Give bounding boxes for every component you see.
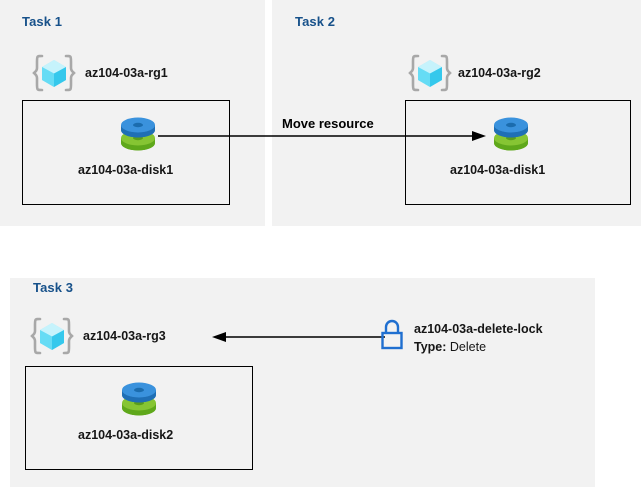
delete-lock-name: az104-03a-delete-lock <box>414 322 543 336</box>
task-2-resource-label: az104-03a-disk1 <box>450 163 546 177</box>
task-3-panel <box>10 278 595 487</box>
delete-lock-type-value: Delete <box>449 340 487 354</box>
resource-group-icon <box>30 315 74 357</box>
move-resource-arrow <box>158 126 488 146</box>
delete-lock-type-label: Type: <box>414 340 447 354</box>
task-1-resource-group-label: az104-03a-rg1 <box>85 66 168 80</box>
managed-disk-icon <box>117 378 161 420</box>
task-2-panel <box>272 0 641 226</box>
task-1-resource-box <box>22 100 230 205</box>
lock-icon <box>378 318 406 352</box>
move-resource-label: Move resource <box>282 116 374 131</box>
task-1-resource-label: az104-03a-disk1 <box>78 163 174 177</box>
resource-group-icon <box>32 52 76 94</box>
delete-lock-type: Type: Delete <box>414 340 486 354</box>
task-3-label: Task 3 <box>33 280 74 295</box>
task-1-label: Task 1 <box>22 14 63 29</box>
task-3-resource-label: az104-03a-disk2 <box>78 428 174 442</box>
task-2-resource-box <box>405 100 631 205</box>
delete-lock-arrow <box>210 327 385 347</box>
resource-group-icon <box>408 52 452 94</box>
task-3-resource-group-label: az104-03a-rg3 <box>83 329 166 343</box>
managed-disk-icon <box>489 113 533 155</box>
task-3-resource-box <box>25 366 253 470</box>
task-1-panel <box>0 0 265 226</box>
task-2-label: Task 2 <box>295 14 336 29</box>
managed-disk-icon <box>116 113 160 155</box>
task-2-resource-group-label: az104-03a-rg2 <box>458 66 541 80</box>
